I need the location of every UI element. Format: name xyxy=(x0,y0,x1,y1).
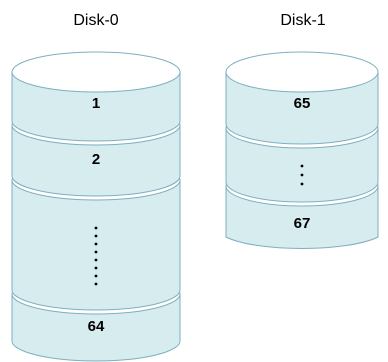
disk-0-title: Disk-0 xyxy=(73,12,118,29)
disk-1-segment-65: 65 xyxy=(225,51,379,145)
disk-0-segment-label: 64 xyxy=(88,318,105,335)
disk-0-vertical-ellipsis-icon xyxy=(94,226,98,286)
disk-1-segment-label: 67 xyxy=(294,215,311,232)
disk-0-segment-label: 2 xyxy=(92,151,100,168)
disk-0-segment-label: 1 xyxy=(92,95,100,112)
disk-1: Disk-1 67 65 xyxy=(225,12,379,249)
disk-1-segment-label: 65 xyxy=(294,95,311,112)
disk-1-vertical-ellipsis-icon xyxy=(300,164,304,186)
disk-0: Disk-0 64 2 xyxy=(11,12,181,362)
disk-0-segment-1: 1 xyxy=(11,51,181,142)
disk-1-title: Disk-1 xyxy=(280,12,325,29)
